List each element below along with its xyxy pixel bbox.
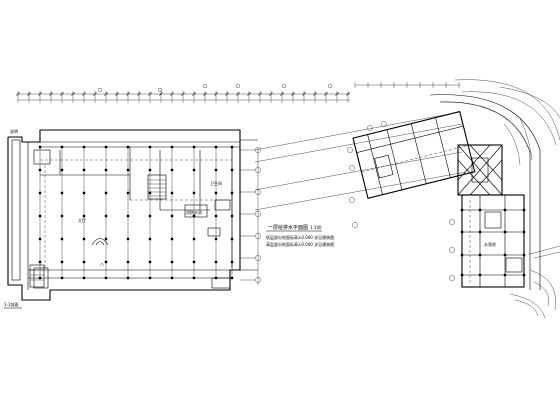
plan-note-2: 高层部分地面标高±0.000 详见建筑图 bbox=[266, 241, 334, 247]
top-dimension-lines bbox=[16, 82, 460, 103]
fixture-symbol bbox=[91, 238, 109, 246]
left-building-block bbox=[7, 129, 241, 301]
stair-core-hatched bbox=[457, 144, 503, 196]
plan-title: 一层给排水平面图 bbox=[268, 224, 308, 231]
curved-facade bbox=[429, 79, 560, 319]
right-wing-upper bbox=[254, 110, 476, 211]
right-axis-bubbles bbox=[347, 121, 455, 281]
top-left-label: 说明 bbox=[10, 128, 18, 134]
room-label-3: 水泵房 bbox=[484, 241, 496, 247]
room-label-1: 卫生间 bbox=[210, 180, 222, 186]
left-corner-label: 1-1剖面 bbox=[4, 301, 19, 307]
plan-title-block: 一层给排水平面图 1:100 低层部分地面标高±0.000 详见建筑图 高层部分… bbox=[266, 224, 334, 247]
stair-bottom-left bbox=[29, 264, 45, 288]
room-label-2: 消防水池 bbox=[186, 209, 202, 215]
right-wing-lower: 水泵房 bbox=[460, 194, 526, 288]
stair-block bbox=[147, 174, 167, 200]
middle-grid bbox=[240, 139, 261, 285]
plan-note-1: 低层部分地面标高±0.000 详见建筑图 bbox=[266, 234, 334, 240]
left-column-grid bbox=[38, 145, 234, 280]
plan-scale: 1:100 bbox=[310, 225, 322, 230]
hall-label: 大厅 bbox=[78, 217, 86, 223]
